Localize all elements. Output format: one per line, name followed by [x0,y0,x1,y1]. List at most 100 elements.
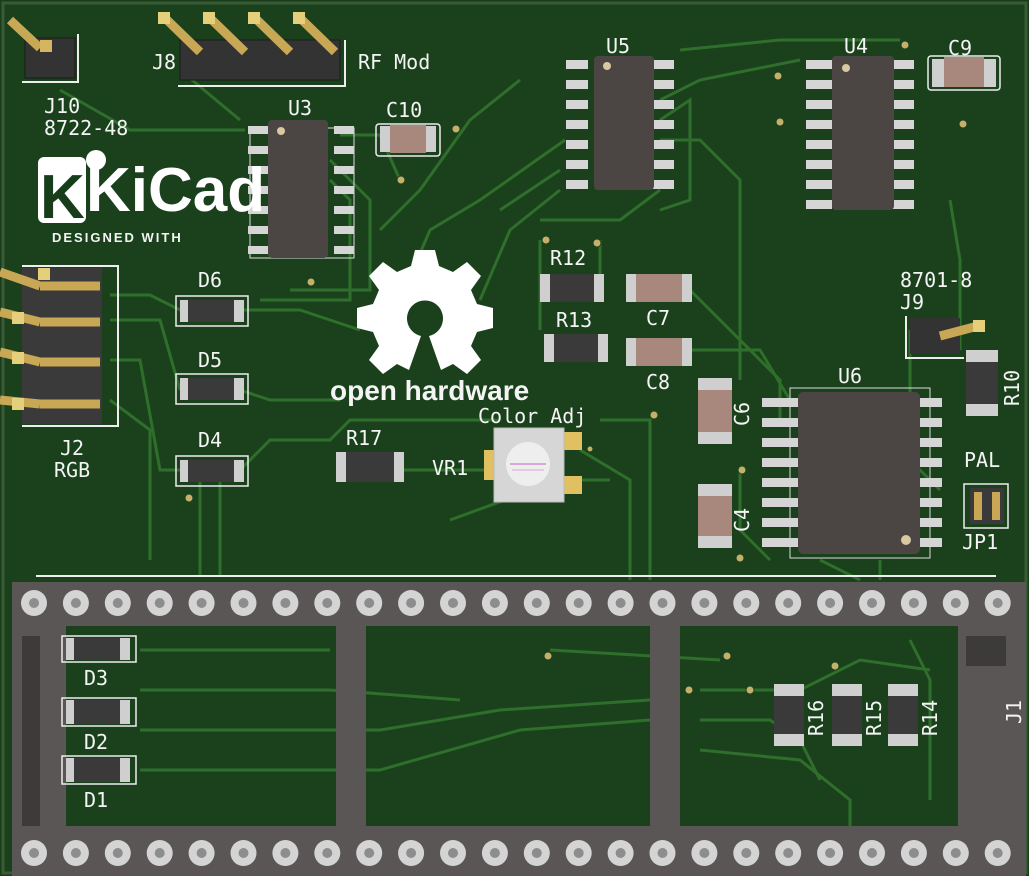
kicad-logo-word: KiCad [86,156,266,225]
label-vr1: VR1 [432,456,469,480]
socket-pin-hole [783,598,794,608]
socket-pin-hole [154,848,165,858]
label-j10: J10 [44,94,81,118]
socket-pin-hole [70,598,81,608]
c6-capacitor [698,378,732,444]
label-u6: U6 [838,364,863,388]
dip-socket [12,575,1026,876]
socket-pins-top [21,590,1011,616]
socket-pin-hole [322,848,333,858]
label-j1: J1 [1002,699,1026,724]
socket-pin-hole [573,848,584,858]
socket-pin-hole [615,848,626,858]
u6-ic [762,387,942,559]
socket-pin-hole [783,848,794,858]
j8-header [158,12,346,87]
socket-pin-hole [908,598,919,608]
socket-pin-hole [531,598,542,608]
c7-capacitor [626,274,692,302]
label-rgb: RGB [54,458,91,482]
d1-diode [61,755,137,785]
socket-pin-hole [364,598,375,608]
label-j9-part: 8701-8 [900,268,973,292]
socket-pin-hole [489,598,500,608]
socket-pin-hole [70,848,81,858]
kicad-logo: K [38,150,106,232]
jp1-jumper [963,483,1009,529]
socket-pin-hole [448,598,458,608]
oshw-logo-text: open hardware [330,375,530,406]
label-c6: C6 [730,401,754,426]
socket-pin-hole [950,848,961,858]
c8-capacitor [626,338,692,366]
socket-pin-hole [29,848,39,858]
label-r16: R16 [804,699,828,736]
socket-pin-hole [489,848,500,858]
socket-pin-hole [741,598,752,608]
label-j9: J9 [900,290,925,314]
socket-pin-hole [992,598,1003,608]
label-r13: R13 [556,308,593,332]
r14-resistor [888,684,918,746]
d2-diode [61,697,137,727]
socket-pin-hole [867,848,877,858]
socket-pin-hole [196,598,207,608]
socket-pin-hole [154,598,165,608]
label-r14: R14 [918,699,942,736]
label-d4: D4 [198,428,223,452]
c10-capacitor [375,123,441,157]
socket-pin-hole [406,598,417,608]
label-color-adj: Color Adj [478,404,587,428]
label-r17: R17 [346,426,383,450]
label-u4: U4 [844,34,869,58]
r15-resistor [832,684,862,746]
j2-rgb-header [0,265,119,427]
socket-pin-hole [280,598,291,608]
socket-pin-hole [29,598,39,608]
socket-pin-hole [573,598,584,608]
socket-pin-hole [950,598,961,608]
c4-capacitor [698,484,732,548]
socket-pin-hole [825,598,836,608]
label-j8: J8 [152,50,177,74]
socket-pin-hole [531,848,542,858]
u5-ic [566,56,674,190]
socket-pin-hole [908,848,919,858]
label-pal: PAL [964,448,1001,472]
vr1-trimmer [484,427,582,503]
j9-header [905,316,985,359]
r17-resistor [336,452,404,482]
socket-pin-hole [280,848,291,858]
label-jp1: JP1 [962,530,999,554]
socket-pin-hole [615,598,626,608]
socket-pin-hole [448,848,458,858]
socket-pin-hole [196,848,207,858]
socket-pin-hole [238,598,249,608]
r13-resistor [544,334,608,362]
d4-diode [175,455,249,487]
label-d6: D6 [198,268,223,292]
socket-pin-hole [657,848,668,858]
socket-pin-hole [238,848,249,858]
c9-capacitor [927,55,1001,91]
vias [184,40,968,695]
socket-pins-bottom [21,840,1011,866]
label-r15: R15 [862,699,886,736]
r12-resistor [540,274,604,302]
label-rf-mod: RF Mod [358,50,431,74]
label-r12: R12 [550,246,587,270]
u4-ic [806,56,914,210]
kicad-k-letter: K [40,163,85,232]
d5-diode [175,373,249,405]
d3-diode [61,635,137,663]
socket-pin-hole [741,848,752,858]
d6-diode [175,295,249,327]
socket-pin-hole [112,848,123,858]
label-c10: C10 [386,98,423,122]
label-c4: C4 [730,507,754,532]
socket-pin-hole [825,848,836,858]
r16-resistor [774,684,804,746]
label-c9: C9 [948,36,973,60]
